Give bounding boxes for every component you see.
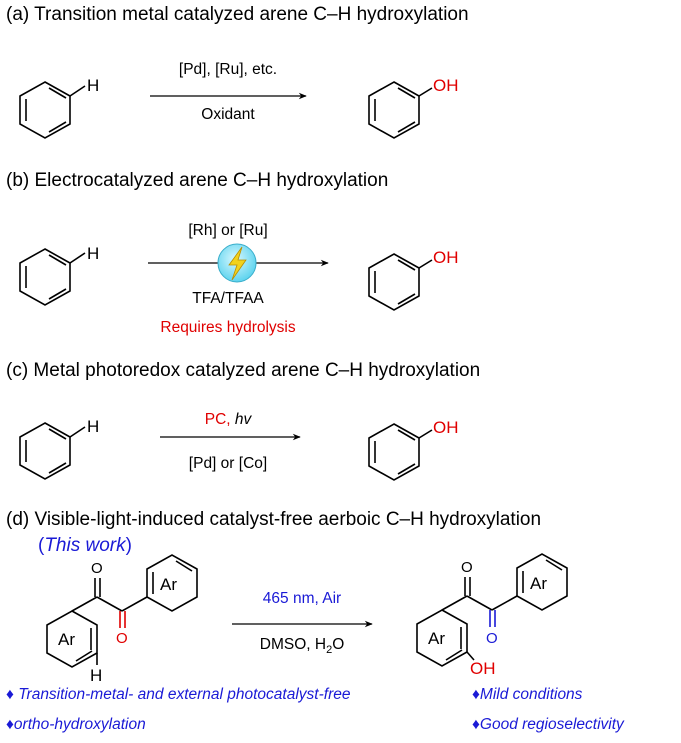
section-c-metal: [Pd] or [Co] (188, 455, 268, 472)
electricity-bolt-icon (217, 243, 257, 283)
section-d-product-bottom-oxygen: O (486, 630, 498, 647)
section-a-phenol (368, 81, 433, 139)
section-a-h-label: H (87, 76, 99, 95)
section-a-oh-label: OH (433, 76, 459, 95)
section-b-h-label: H (87, 244, 99, 263)
section-d-benzil (46, 554, 198, 668)
section-d-solvent: DMSO, H2O (259, 636, 345, 657)
section-b-benzene (19, 248, 86, 306)
section-d-top-oxygen: O (91, 560, 103, 577)
section-a-oxidant: Oxidant (201, 106, 255, 123)
feature-regioselectivity: ♦Good regioselectivity (472, 716, 624, 733)
section-d-subtitle: (This work) (38, 535, 132, 556)
feature-mild-conditions: ♦Mild conditions (472, 686, 583, 703)
section-d-product (416, 553, 568, 667)
section-d-title: (d) Visible-light-induced catalyst-free … (6, 509, 542, 530)
section-b-additive: TFA/TFAA (192, 290, 264, 307)
section-c-title: (c) Metal photoredox catalyzed arene C–H… (6, 360, 481, 381)
section-d-bottom-oxygen: O (116, 630, 128, 647)
feature-catalyst-free: ♦ Transition-metal- and external photoca… (6, 686, 351, 703)
feature-ortho-hydroxylation: ♦ortho-hydroxylation (6, 716, 146, 733)
section-d-ortho-h: H (90, 666, 102, 685)
section-d-product-top-oxygen: O (461, 559, 473, 576)
section-a-title: (a) Transition metal catalyzed arene C–H… (6, 4, 469, 25)
section-b-title: (b) Electrocatalyzed arene C–H hydroxyla… (6, 170, 389, 191)
section-d-light: 465 nm, Air (262, 590, 342, 607)
section-d-product-oh: OH (470, 659, 496, 678)
section-a-reagents: [Pd], [Ru], etc. (178, 61, 278, 78)
section-d-product-right-ar: Ar (530, 574, 547, 593)
section-a-benzene (19, 81, 86, 139)
section-d-right-ar: Ar (160, 575, 177, 594)
section-b-note: Requires hydrolysis (160, 319, 296, 336)
section-c-photocatalyst: PC, hv (204, 411, 252, 428)
section-b-phenol (368, 253, 433, 311)
section-d-left-ar: Ar (58, 630, 75, 649)
section-c-benzene (19, 422, 86, 480)
section-c-h-label: H (87, 417, 99, 436)
section-b-catalyst: [Rh] or [Ru] (188, 222, 268, 239)
section-c-phenol (368, 423, 433, 481)
section-c-oh-label: OH (433, 418, 459, 437)
section-b-oh-label: OH (433, 248, 459, 267)
section-d-product-left-ar: Ar (428, 629, 445, 648)
